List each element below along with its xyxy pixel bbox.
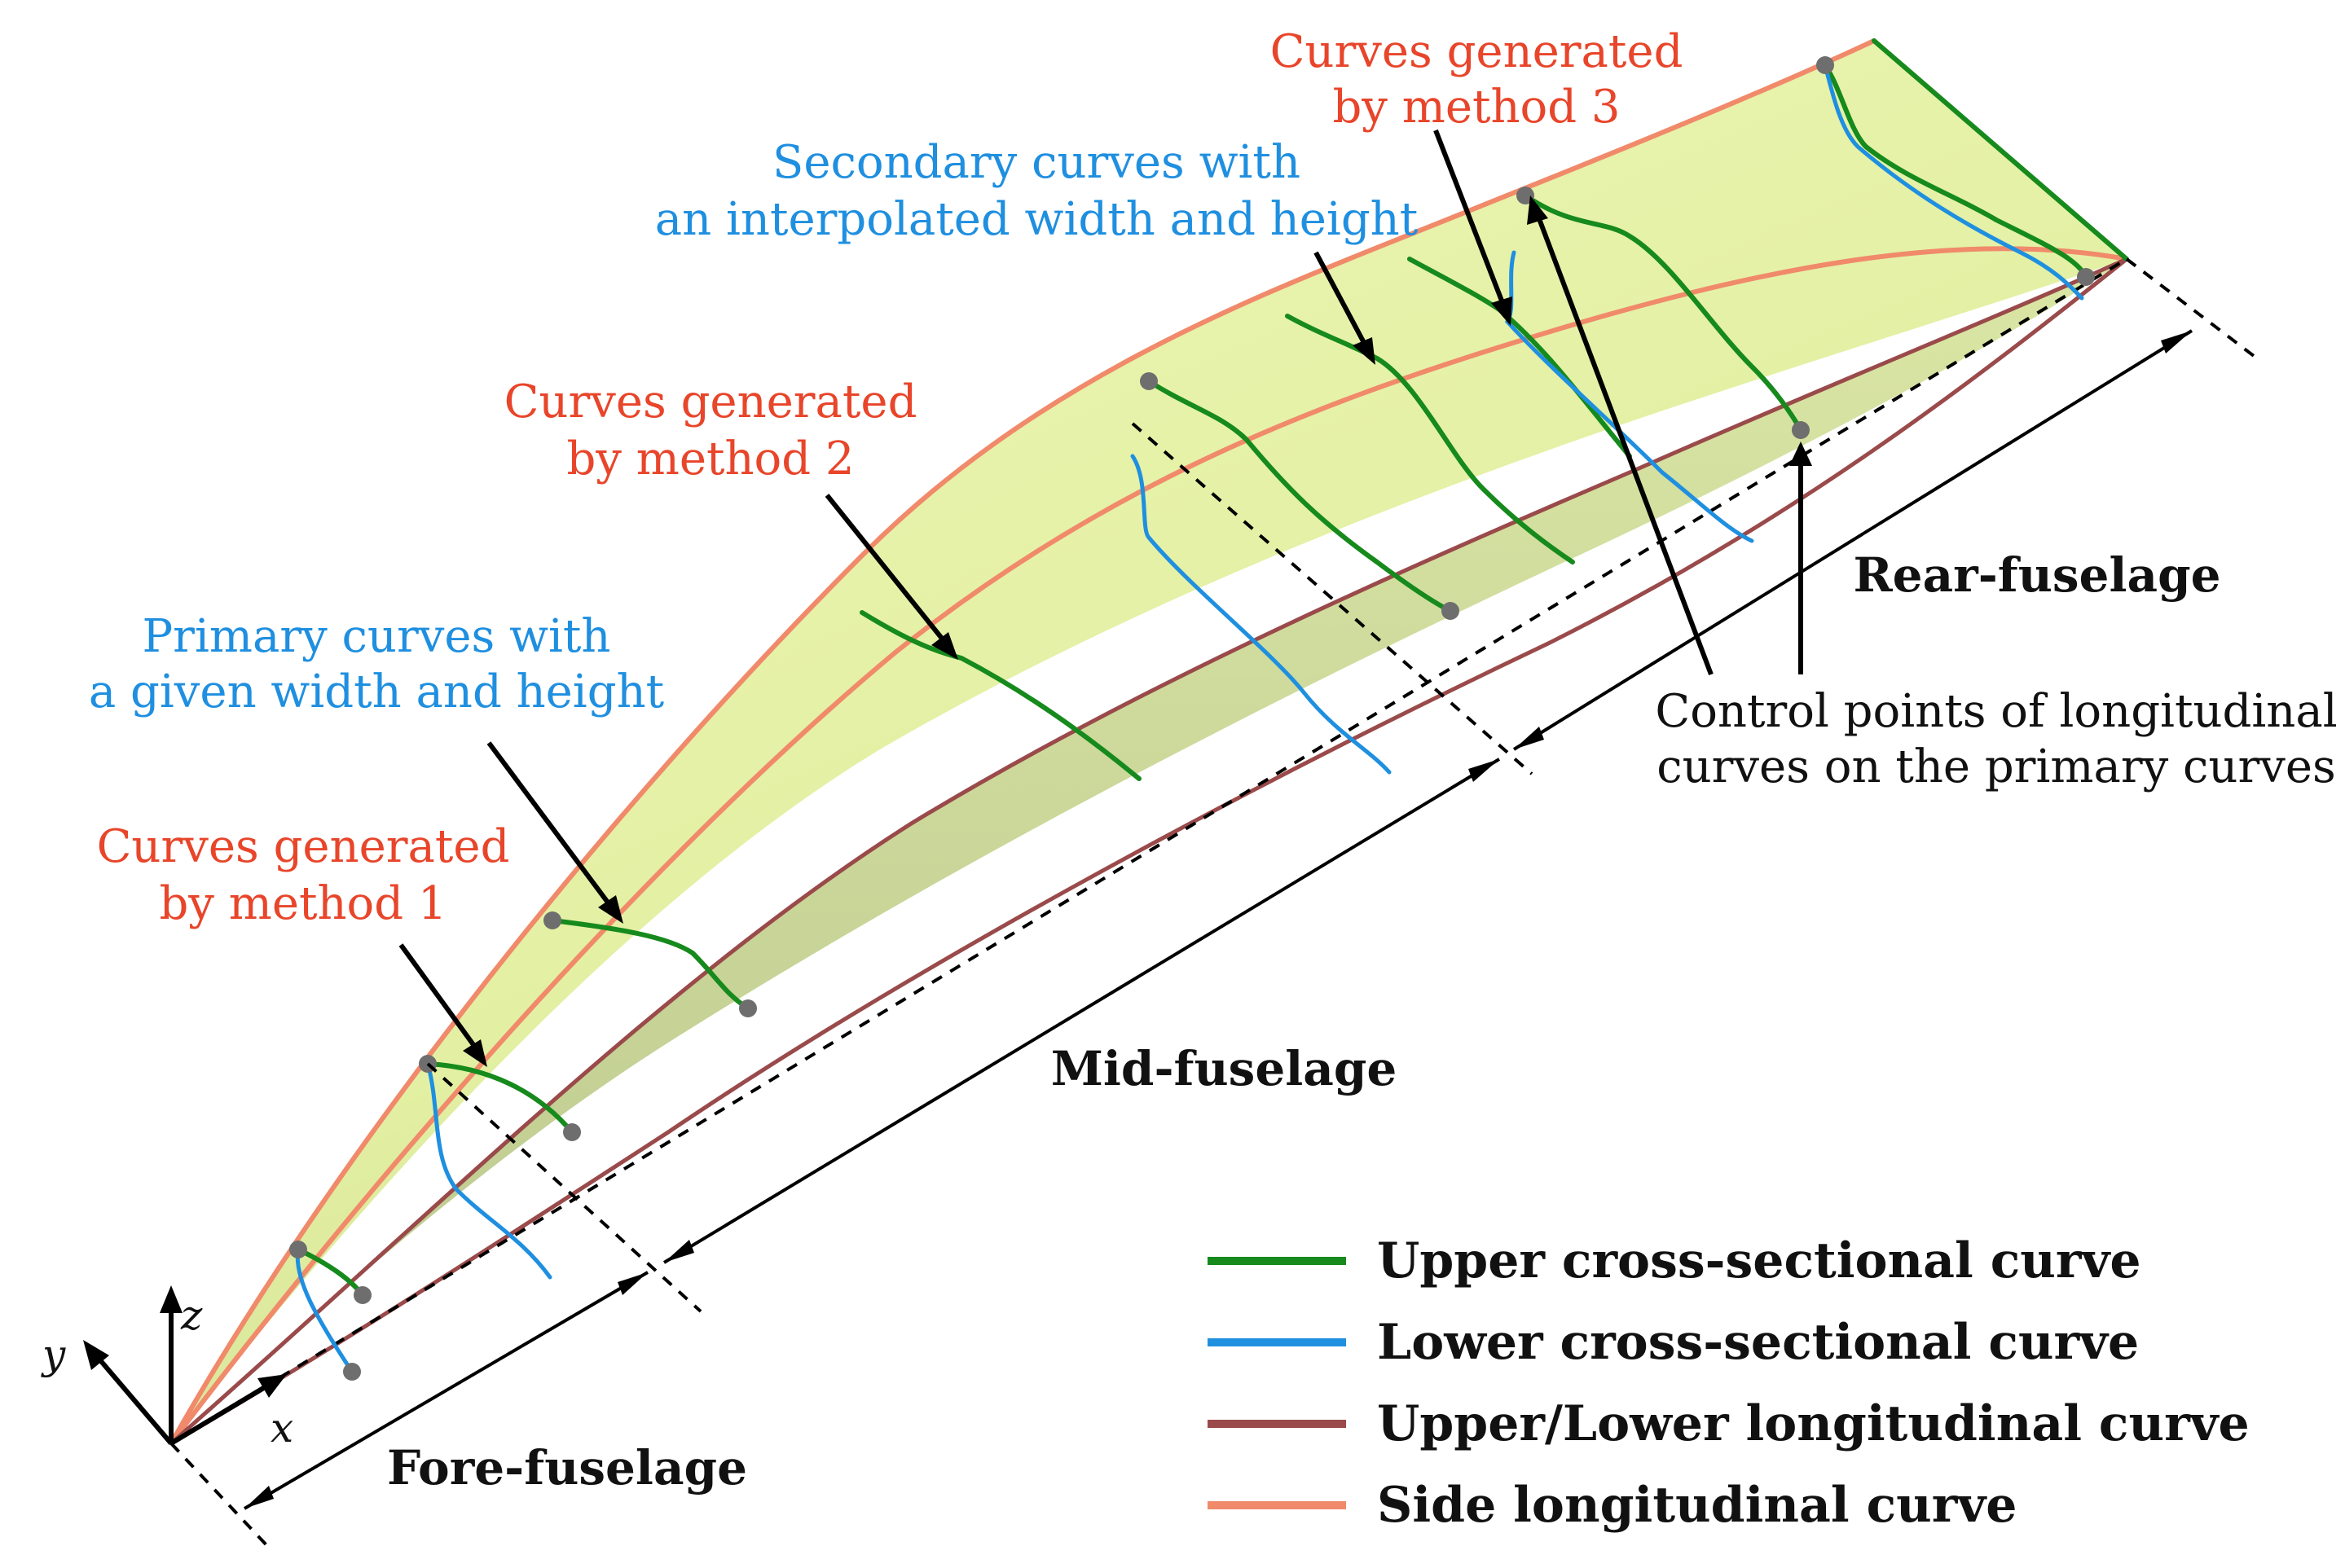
control-pointer-2-head — [1789, 441, 1812, 466]
primary-label-line2: a given width and height — [89, 665, 665, 718]
upper-cross-section-8 — [1523, 193, 1803, 433]
upper-cross-section-5 — [1146, 379, 1453, 613]
section-labels: Fore-fuselage Mid-fuselage Rear-fuselage — [387, 547, 2221, 1496]
rear-dim-arrow-start — [1514, 727, 1544, 749]
control-label-line1: Control points of longitudinal — [1655, 685, 2337, 738]
fuselage-surface — [171, 41, 2127, 1443]
fore-dimension-line — [243, 1271, 649, 1510]
z-axis-head — [160, 1285, 183, 1313]
control-point — [1816, 56, 1834, 74]
y-axis-line — [94, 1354, 174, 1445]
control-pointer-1-head — [1527, 195, 1548, 225]
side-longitudinal-curve-inner — [169, 246, 2127, 1445]
rear-edge-curve — [1872, 38, 2129, 261]
method1-label-line2: by method 1 — [159, 877, 447, 930]
x-axis-line — [169, 1382, 271, 1446]
secondary-label-line1: Secondary curves with — [772, 136, 1300, 189]
fuselage-upper-surface — [171, 41, 2127, 1443]
control-pointer-1 — [1533, 209, 1714, 676]
z-axis-label: z — [180, 1292, 203, 1339]
nose-boundary-dash — [169, 1442, 271, 1549]
cross-sectional-curves — [295, 63, 2088, 1374]
lower-cross-section-9 — [1823, 63, 2084, 301]
upper-cross-section-6 — [1285, 314, 1575, 564]
control-point — [739, 999, 757, 1017]
lower-cross-section-2 — [425, 1061, 552, 1280]
method3-pointer-head — [1491, 296, 1512, 326]
method1-pointer — [398, 943, 483, 1056]
upper-cross-section-2 — [425, 1061, 574, 1135]
primary-pointer — [486, 741, 618, 914]
mid-dim-arrow-end — [1468, 759, 1499, 782]
primary-label-line1: Primary curves with — [143, 610, 611, 663]
method1-label-line1: Curves generated — [97, 820, 510, 873]
upper-lower-longitudinal-curves — [169, 257, 2128, 1446]
control-point — [543, 911, 561, 929]
annotation-arrows — [398, 129, 1812, 1067]
control-point — [1792, 421, 1810, 439]
control-point — [343, 1363, 361, 1381]
mid-boundary-dash — [1131, 422, 1533, 775]
legend-label-0: Upper cross-sectional curve — [1377, 1232, 2141, 1289]
method2-label-line2: by method 2 — [566, 433, 854, 485]
secondary-pointer — [1313, 251, 1371, 354]
x-axis-label: x — [271, 1404, 293, 1452]
lower-longitudinal-curve — [169, 257, 2128, 1446]
method2-pointer — [825, 494, 952, 649]
fore-dim-arrow-end — [618, 1272, 648, 1295]
upper-cross-section-4 — [860, 610, 1142, 781]
lower-cross-section-5 — [1130, 454, 1392, 775]
secondary-pointer-head — [1353, 337, 1375, 365]
method2-label-line1: Curves generated — [504, 376, 917, 428]
rear-fuselage-label: Rear-fuselage — [1853, 547, 2220, 603]
method2-pointer-head — [931, 632, 958, 660]
fore-boundary-dash — [426, 1062, 702, 1313]
y-axis-head — [83, 1340, 109, 1370]
control-point — [2077, 268, 2095, 286]
section-dimension-lines — [243, 329, 2193, 1510]
control-point — [289, 1241, 307, 1258]
rear-dimension-line — [1512, 329, 2193, 751]
method1-pointer-head — [463, 1039, 487, 1067]
section-boundary-lines — [169, 257, 2259, 1549]
control-point — [563, 1123, 581, 1141]
upper-cross-section-3 — [550, 918, 750, 1011]
x-axis-head — [257, 1374, 287, 1398]
upper-longitudinal-curve — [169, 257, 2128, 1445]
method3-label-line2: by method 3 — [1332, 81, 1620, 134]
control-label-line2: curves on the primary curves — [1656, 740, 2336, 793]
rear-dim-arrow-end — [2161, 331, 2192, 354]
mid-dim-arrow-start — [664, 1240, 694, 1263]
legend-label-2: Upper/Lower longitudinal curve — [1377, 1395, 2250, 1452]
lower-cross-section-1 — [295, 1247, 354, 1374]
primary-pointer-head — [598, 895, 623, 924]
control-point — [1140, 372, 1158, 390]
fore-dim-arrow-start — [244, 1486, 274, 1509]
legend-label-3: Side longitudinal curve — [1377, 1477, 2017, 1534]
coordinate-axes: z y x — [41, 1285, 293, 1452]
control-point — [1441, 602, 1459, 620]
method3-label-line1: Curves generated — [1270, 25, 1683, 78]
legend-label-1: Lower cross-sectional curve — [1377, 1314, 2139, 1371]
secondary-label-line2: an interpolated width and height — [655, 193, 1419, 246]
fore-fuselage-label: Fore-fuselage — [387, 1440, 747, 1496]
upper-cross-section-9 — [1823, 63, 2088, 279]
mid-fuselage-label: Mid-fuselage — [1051, 1041, 1397, 1096]
annotations: Curves generated by method 1 Primary cur… — [89, 25, 2338, 930]
mid-dimension-line — [662, 758, 1501, 1264]
control-point — [354, 1286, 372, 1304]
method3-pointer — [1433, 129, 1508, 313]
y-axis-label: y — [41, 1331, 66, 1378]
rear-boundary-dash — [2125, 257, 2259, 360]
